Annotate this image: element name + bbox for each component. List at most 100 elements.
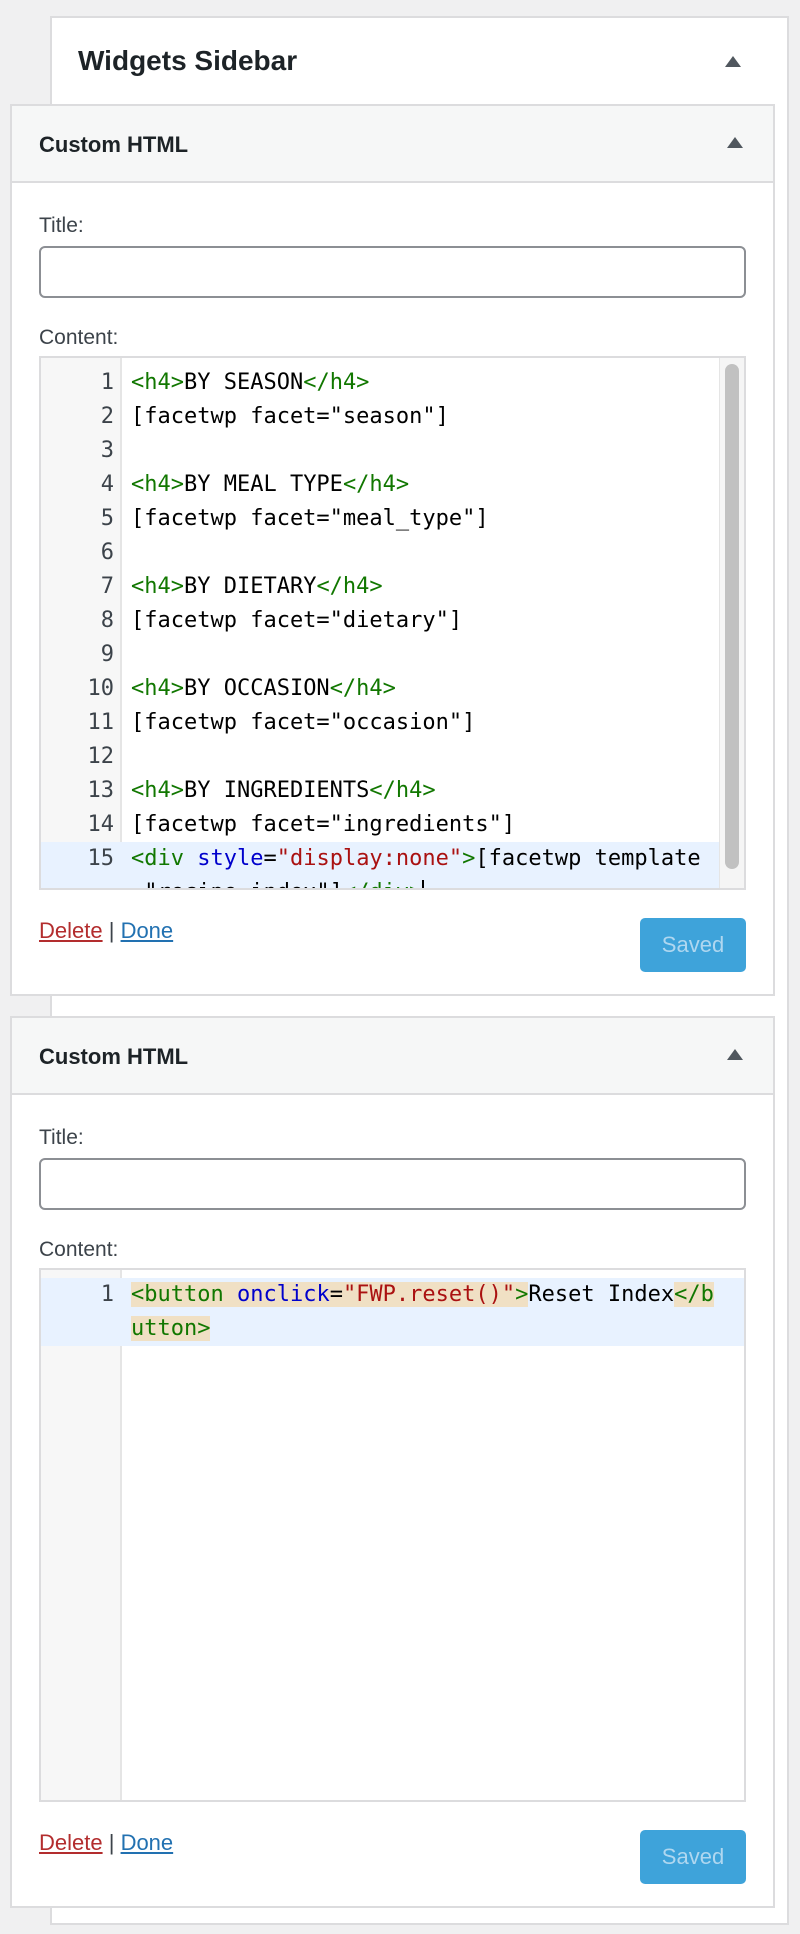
collapse-arrow-icon[interactable] (725, 56, 741, 67)
code-token: </h4> (369, 778, 436, 803)
line-number: 14 (87, 812, 115, 837)
line-number: 2 (100, 404, 114, 429)
saved-button[interactable]: Saved (640, 918, 746, 972)
code-token: BY INGREDIENTS (183, 778, 370, 803)
line-number: 1 (100, 370, 114, 395)
line-number: 13 (87, 778, 115, 803)
widget-header[interactable]: Custom HTML (12, 106, 773, 183)
line-number: 9 (100, 642, 114, 667)
code-line[interactable]: 8 [facetwp facet="dietary"] (41, 604, 744, 638)
content-label: Content: (39, 1238, 119, 1261)
widget-title: Custom HTML (39, 132, 189, 157)
code-token: BY MEAL TYPE (183, 472, 343, 497)
code-text: <h4>BY INGREDIENTS</h4> (131, 774, 714, 808)
scrollbar-thumb[interactable] (725, 364, 739, 869)
code-token: BY DIETARY (183, 574, 317, 599)
line-number: 8 (100, 608, 114, 633)
line-number: 1 (100, 1282, 114, 1307)
code-token: BY OCCASION (183, 676, 330, 701)
code-token: Reset Index (528, 1282, 675, 1307)
code-text: <h4>BY MEAL TYPE</h4> (131, 468, 714, 502)
line-number: 5 (100, 506, 114, 531)
separator: | (108, 1830, 115, 1855)
sidebar-title: Widgets Sidebar (78, 45, 298, 76)
code-text: <div style="display:none">[facetwp templ… (131, 842, 714, 888)
code-line[interactable]: 5 [facetwp facet="meal_type"] (41, 502, 744, 536)
line-number: 12 (87, 744, 115, 769)
code-token: [facetwp facet="season"] (131, 404, 449, 429)
text-cursor (422, 880, 425, 888)
delete-link[interactable]: Delete (39, 918, 103, 943)
code-text: <h4>BY OCCASION</h4> (131, 672, 714, 706)
code-token: [facetwp facet="ingredients"] (131, 812, 516, 837)
code-text: <button onclick="FWP.reset()">Reset Inde… (131, 1278, 714, 1346)
saved-button[interactable]: Saved (640, 1830, 746, 1884)
code-token: <button (131, 1282, 237, 1307)
code-token: > (515, 1282, 529, 1307)
code-line[interactable]: 14 [facetwp facet="ingredients"] (41, 808, 744, 842)
code-token: = (329, 1282, 343, 1307)
code-token: "FWP.reset()" (342, 1282, 516, 1307)
line-number: 10 (87, 676, 115, 701)
line-number-gutter (41, 358, 122, 888)
code-line[interactable]: 12 (41, 740, 744, 774)
code-token: = (263, 846, 277, 871)
code-text: [facetwp facet="season"] (131, 400, 714, 434)
code-line[interactable]: 11 [facetwp facet="occasion"] (41, 706, 744, 740)
line-number: 4 (100, 472, 114, 497)
code-editor[interactable]: 1<h4>BY SEASON</h4>2[facetwp facet="seas… (39, 356, 746, 890)
code-lines: 1<h4>BY SEASON</h4>2[facetwp facet="seas… (41, 366, 744, 888)
title-input[interactable] (39, 246, 746, 298)
code-line[interactable]: 1 <h4>BY SEASON</h4> (41, 366, 744, 400)
code-line[interactable]: 3 (41, 434, 744, 468)
title-input[interactable] (39, 1158, 746, 1210)
code-token: [facetwp template="recipe-index"] (131, 846, 701, 888)
code-token: <h4> (131, 676, 184, 701)
code-token: </h4> (342, 472, 410, 497)
code-line[interactable]: 1 <button onclick="FWP.reset()">Reset Ind… (41, 1278, 744, 1346)
code-token: </h4> (329, 676, 396, 701)
code-text: [facetwp facet="meal_type"] (131, 502, 714, 536)
code-line[interactable]: 6 (41, 536, 744, 570)
code-line[interactable]: 9 (41, 638, 744, 672)
widget-actions: Delete | Done (39, 918, 173, 944)
code-text: [facetwp facet="occasion"] (131, 706, 714, 740)
code-lines: 1 <button onclick="FWP.reset()">Reset Ind… (41, 1278, 744, 1346)
code-line[interactable]: 7<h4>BY DIETARY</h4> (41, 570, 744, 604)
code-token: BY SEASON (183, 370, 304, 395)
code-token: <h4> (131, 472, 184, 497)
collapse-arrow-icon[interactable] (727, 137, 743, 148)
done-link[interactable]: Done (120, 918, 174, 943)
delete-link[interactable]: Delete (39, 1830, 103, 1855)
code-token: onclick (236, 1282, 330, 1307)
code-token: style (197, 846, 264, 871)
code-token: </div> (343, 880, 422, 888)
content-label: Content: (39, 326, 119, 349)
code-line[interactable]: 4 <h4>BY MEAL TYPE</h4> (41, 468, 744, 502)
code-text: [facetwp facet="ingredients"] (131, 808, 714, 842)
code-token: [facetwp facet="occasion"] (131, 710, 476, 735)
code-line[interactable]: 15 <div style="display:none">[facetwp tem… (41, 842, 744, 888)
line-number: 11 (87, 710, 115, 735)
code-token: [facetwp facet="meal_type"] (131, 506, 489, 531)
code-token: </h4> (303, 370, 370, 395)
code-text: <h4>BY DIETARY</h4> (131, 570, 714, 604)
code-text: [facetwp facet="dietary"] (131, 604, 714, 638)
code-token: </h4> (316, 574, 383, 599)
line-number: 15 (87, 846, 115, 871)
code-line[interactable]: 2 [facetwp facet="season"] (41, 400, 744, 434)
code-text: <h4>BY SEASON</h4> (131, 366, 714, 400)
sidebar-header[interactable]: Widgets Sidebar (52, 18, 787, 104)
widget-header[interactable]: Custom HTML (12, 1018, 773, 1095)
code-token: <h4> (131, 574, 184, 599)
line-number: 3 (100, 438, 114, 463)
custom-html-widget-2: Custom HTML Title: Content: 1 <button onc… (10, 1016, 775, 1908)
title-label: Title: (39, 1126, 84, 1149)
done-link[interactable]: Done (120, 1830, 174, 1855)
separator: | (108, 918, 115, 943)
code-line[interactable]: 10 <h4>BY OCCASION</h4> (41, 672, 744, 706)
collapse-arrow-icon[interactable] (727, 1049, 743, 1060)
custom-html-widget-1: Custom HTML Title: Content: 1<h4>BY SEAS… (10, 104, 775, 996)
code-editor[interactable]: 1 <button onclick="FWP.reset()">Reset Ind… (39, 1268, 746, 1802)
code-line[interactable]: 13 <h4>BY INGREDIENTS</h4> (41, 774, 744, 808)
